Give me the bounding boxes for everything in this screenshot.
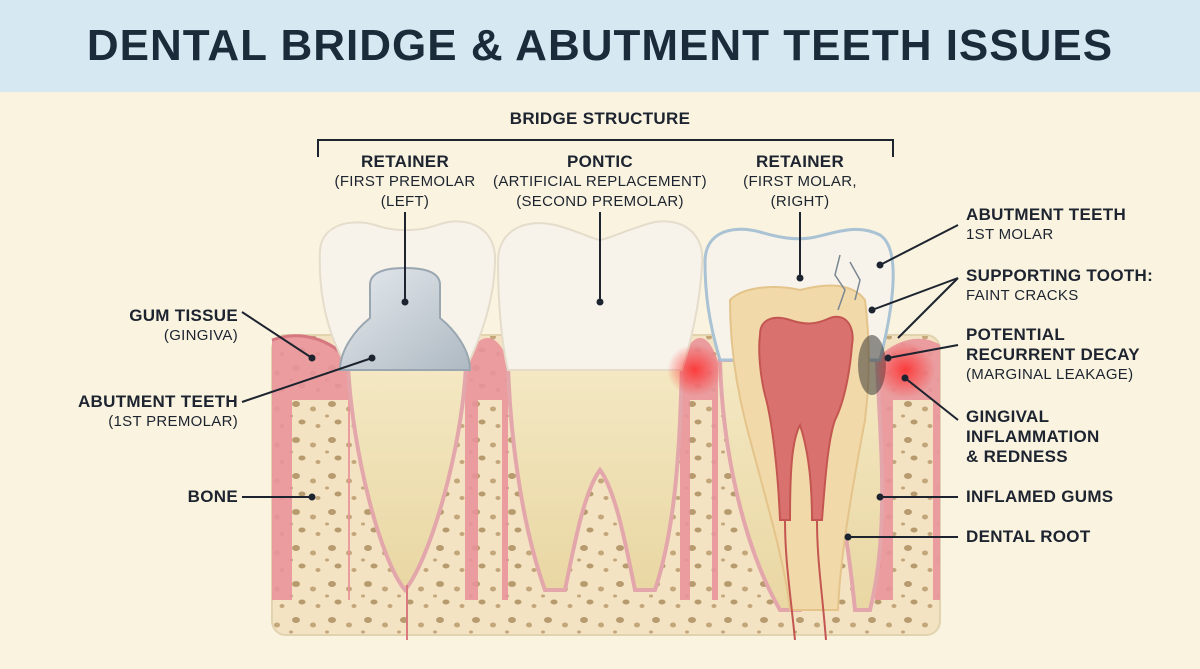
supporting-tooth-label: SUPPORTING TOOTH: FAINT CRACKS	[966, 266, 1186, 306]
gingival-head1: GINGIVAL	[966, 407, 1050, 426]
abutment-right-sub: 1ST MOLAR	[966, 226, 1054, 243]
decay-head2: RECURRENT DECAY	[966, 345, 1140, 364]
bridge-bracket	[317, 139, 894, 157]
pontic-sub1: (ARTIFICIAL REPLACEMENT)	[493, 173, 707, 190]
pontic-sub2: (SECOND PREMOLAR)	[516, 193, 684, 210]
abutment-right-label: ABUTMENT TEETH 1ST MOLAR	[966, 205, 1186, 245]
left-root	[345, 363, 469, 594]
gingival-label: GINGIVAL INFLAMMATION & REDNESS	[966, 407, 1186, 467]
gum-tissue-sub: (GINGIVA)	[163, 327, 238, 344]
retainer-left-head: RETAINER	[360, 152, 450, 171]
decay-label: POTENTIAL RECURRENT DECAY (MARGINAL LEAK…	[966, 325, 1186, 385]
molar-pulp	[758, 315, 854, 521]
bone-head: BONE	[187, 487, 238, 506]
bone-label: BONE	[40, 487, 238, 507]
crack-lines	[834, 254, 861, 311]
pontic-root	[505, 363, 685, 592]
pontic-label: PONTIC (ARTIFICIAL REPLACEMENT) (SECOND …	[480, 152, 720, 212]
gum-tissue-head: GUM TISSUE	[129, 306, 238, 325]
supporting-tooth-head: SUPPORTING TOOTH:	[966, 266, 1154, 285]
dental-root-label: DENTAL ROOT	[966, 527, 1186, 547]
decay-head1: POTENTIAL	[966, 325, 1066, 344]
decay-sub: (MARGINAL LEAKAGE)	[966, 366, 1134, 383]
abutment-left-label: ABUTMENT TEETH (1ST PREMOLAR)	[20, 392, 238, 432]
retainer-left-label: RETAINER (FIRST PREMOLAR (LEFT)	[300, 152, 510, 212]
inflammation-glow-1	[667, 344, 723, 396]
retainer-left-sub2: (LEFT)	[380, 193, 430, 210]
abutment-right-head: ABUTMENT TEETH	[966, 205, 1127, 224]
supporting-tooth-sub: FAINT CRACKS	[966, 287, 1079, 304]
retainer-left-sub1: (FIRST PREMOLAR	[334, 173, 476, 190]
gingival-head2: INFLAMMATION	[966, 427, 1100, 446]
metal-core	[338, 266, 472, 371]
inflamed-gums-label: INFLAMED GUMS	[966, 487, 1186, 507]
retainer-right-sub2: (RIGHT)	[770, 193, 830, 210]
retainer-right-label: RETAINER (FIRST MOLAR, (RIGHT)	[700, 152, 900, 212]
title-bar: DENTAL BRIDGE & ABUTMENT TEETH ISSUES	[0, 0, 1200, 92]
abutment-left-head: ABUTMENT TEETH	[77, 392, 238, 411]
gum-tissue-label: GUM TISSUE (GINGIVA)	[40, 306, 238, 346]
gingival-head3: & REDNESS	[966, 447, 1068, 466]
page-title: DENTAL BRIDGE & ABUTMENT TEETH ISSUES	[86, 21, 1114, 70]
abutment-left-sub: (1ST PREMOLAR)	[108, 413, 238, 430]
retainer-right-sub1: (FIRST MOLAR,	[743, 173, 857, 190]
pontic-head: PONTIC	[566, 152, 634, 171]
inflamed-gums-head: INFLAMED GUMS	[966, 487, 1114, 506]
retainer-right-head: RETAINER	[755, 152, 845, 171]
dental-root-head: DENTAL ROOT	[966, 527, 1091, 546]
bridge-structure-label: BRIDGE STRUCTURE	[509, 109, 691, 128]
